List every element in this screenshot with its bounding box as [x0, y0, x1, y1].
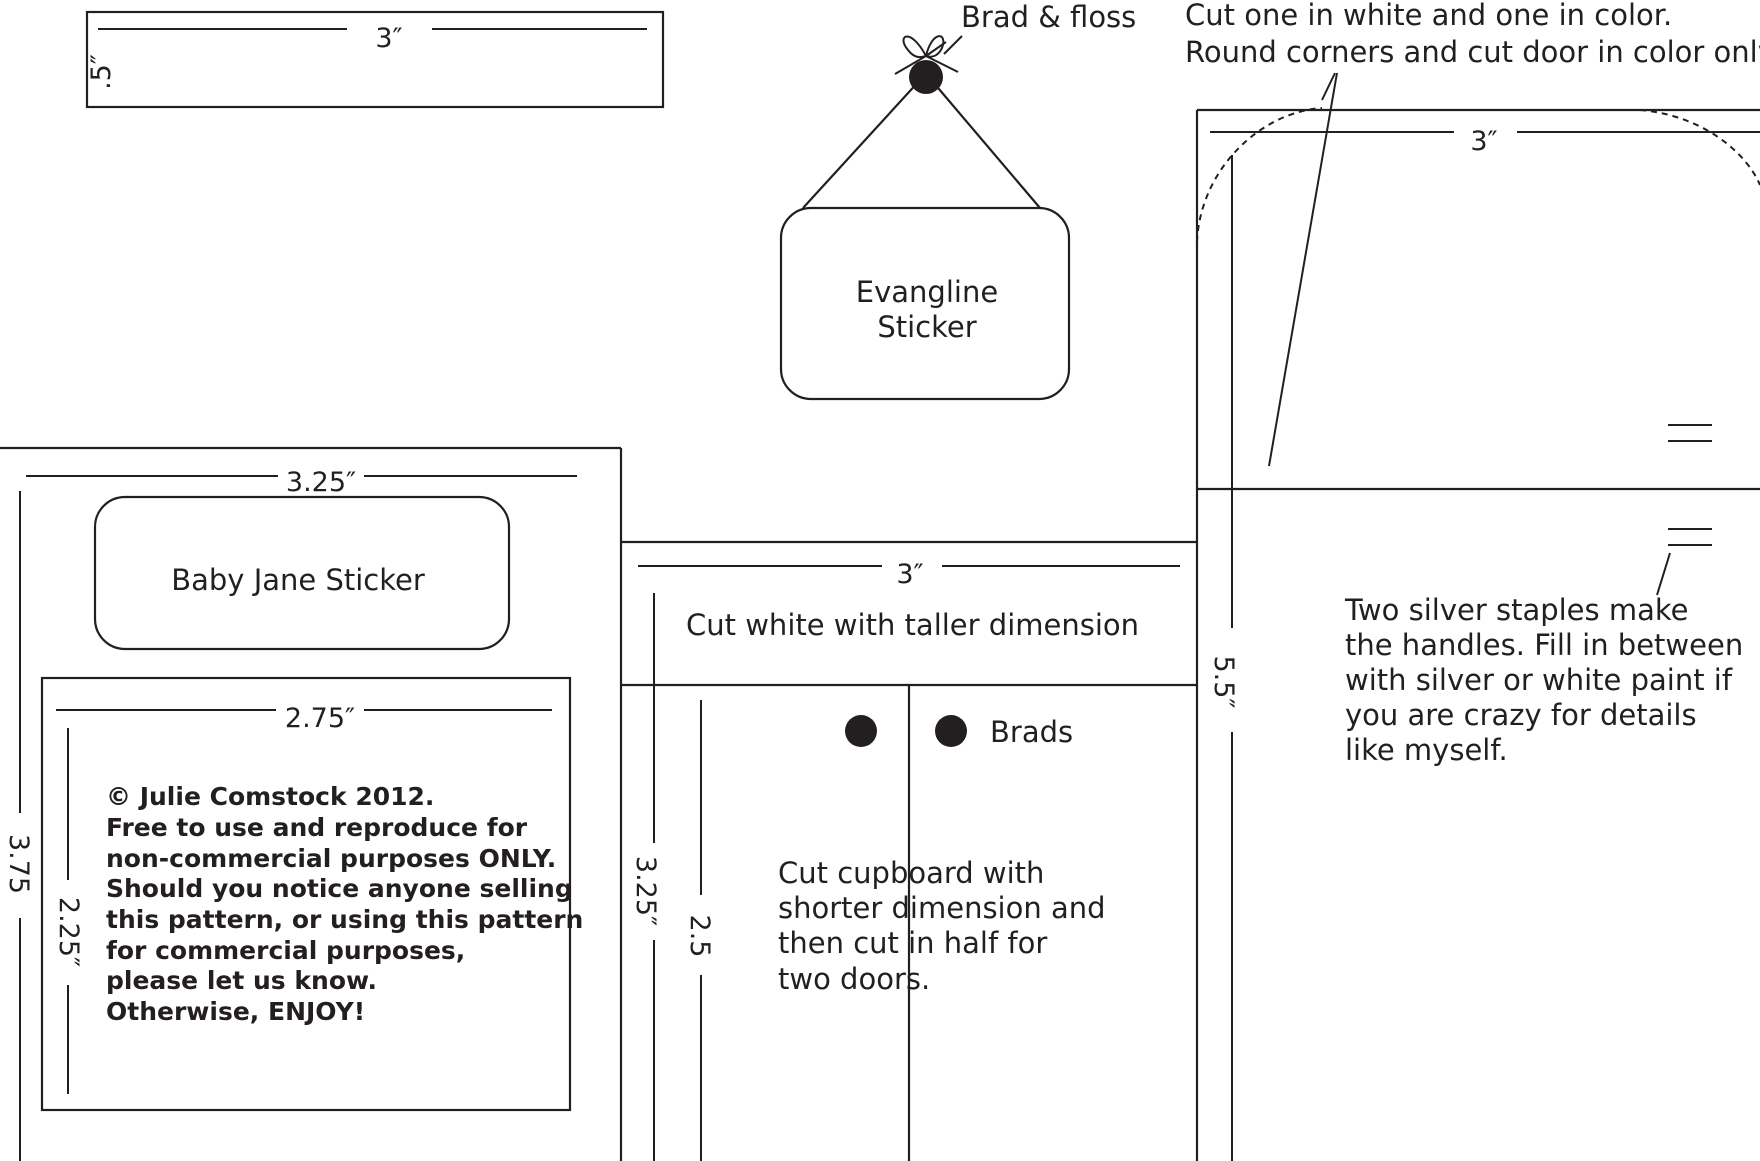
- rounded-corner-guide: [1639, 109, 1760, 186]
- brad-icon: [935, 715, 967, 747]
- inner-panel-height-label: 2.25″: [53, 897, 84, 967]
- baby-jane-label: Baby Jane Sticker: [171, 563, 425, 597]
- cupboard-note-line1: Cut cupboard with: [778, 856, 1044, 890]
- copyright-line: this pattern, or using this pattern: [106, 905, 583, 934]
- rounded-corner-guide: [1196, 107, 1323, 243]
- top-strip-piece: 3″ .5″: [85, 10, 665, 109]
- staples-note-line2: the handles. Fill in between: [1345, 628, 1743, 662]
- top-strip-width-label: 3″: [375, 23, 402, 54]
- copyright-line: © Julie Comstock 2012.: [106, 782, 434, 811]
- evangline-sticker-box: [779, 206, 1071, 401]
- copyright-line: Otherwise, ENJOY!: [106, 997, 365, 1026]
- cupboard-note-line4: two doors.: [778, 962, 930, 996]
- copyright-line: Free to use and reproduce for: [106, 813, 528, 842]
- left-panel-width-label: 3.25″: [286, 467, 356, 498]
- cut-note-line2: Round corners and cut door in color only…: [1185, 35, 1760, 69]
- floss-bow-icon: [894, 35, 959, 75]
- copyright-line: for commercial purposes,: [106, 936, 465, 965]
- staple-handle-icon: [1668, 528, 1712, 546]
- copyright-line: Should you notice anyone selling: [106, 874, 573, 903]
- right-panel-piece: Cut one in white and one in color. Round…: [1185, 0, 1760, 1161]
- evangline-sign: Brad & floss Evangline Sticker: [779, 0, 1136, 401]
- staples-note-line5: like myself.: [1345, 733, 1508, 767]
- middle-cupboard-piece: 3″ Cut white with taller dimension 3.25″…: [621, 540, 1197, 1161]
- evangline-label-line2: Sticker: [877, 310, 976, 344]
- copyright-notice: © Julie Comstock 2012. Free to use and r…: [106, 782, 583, 1026]
- right-panel-width-label: 3″: [1470, 126, 1497, 157]
- cupboard-note-line3: then cut in half for: [778, 926, 1047, 960]
- copyright-line: please let us know.: [106, 966, 377, 995]
- staples-note-line3: with silver or white paint if: [1345, 663, 1733, 697]
- brads-label: Brads: [990, 715, 1073, 749]
- copyright-line: non-commercial purposes ONLY.: [106, 844, 556, 873]
- middle-panel-height-label: 3.25″: [630, 856, 661, 926]
- brad-floss-label: Brad & floss: [961, 0, 1136, 34]
- inner-panel-width-label: 2.75″: [285, 703, 355, 734]
- cut-note-line1: Cut one in white and one in color.: [1185, 0, 1672, 32]
- cupboard-note-line2: shorter dimension and: [778, 891, 1106, 925]
- staple-handle-icon: [1668, 424, 1712, 442]
- brad-icon: [845, 715, 877, 747]
- inner-panel-piece: 2.75″ 2.25″ © Julie Comstock 2012. Free …: [40, 676, 583, 1112]
- evangline-label-line1: Evangline: [856, 275, 998, 309]
- cut-white-note: Cut white with taller dimension: [686, 608, 1139, 642]
- left-panel-piece: 3.25″ 3.75 Baby Jane Sticker: [0, 446, 623, 1161]
- left-panel-height-label: 3.75: [3, 834, 34, 894]
- baby-jane-sticker-box: [93, 495, 511, 651]
- door-height-label: 2.5: [684, 915, 715, 958]
- middle-panel-width-label: 3″: [896, 559, 923, 590]
- staples-note-line4: you are crazy for details: [1345, 698, 1697, 732]
- top-strip-height-label: .5″: [86, 54, 117, 90]
- brad-icon: [909, 60, 943, 94]
- right-panel-height-label: 5.5″: [1208, 655, 1239, 708]
- staples-note-line1: Two silver staples make: [1344, 593, 1688, 627]
